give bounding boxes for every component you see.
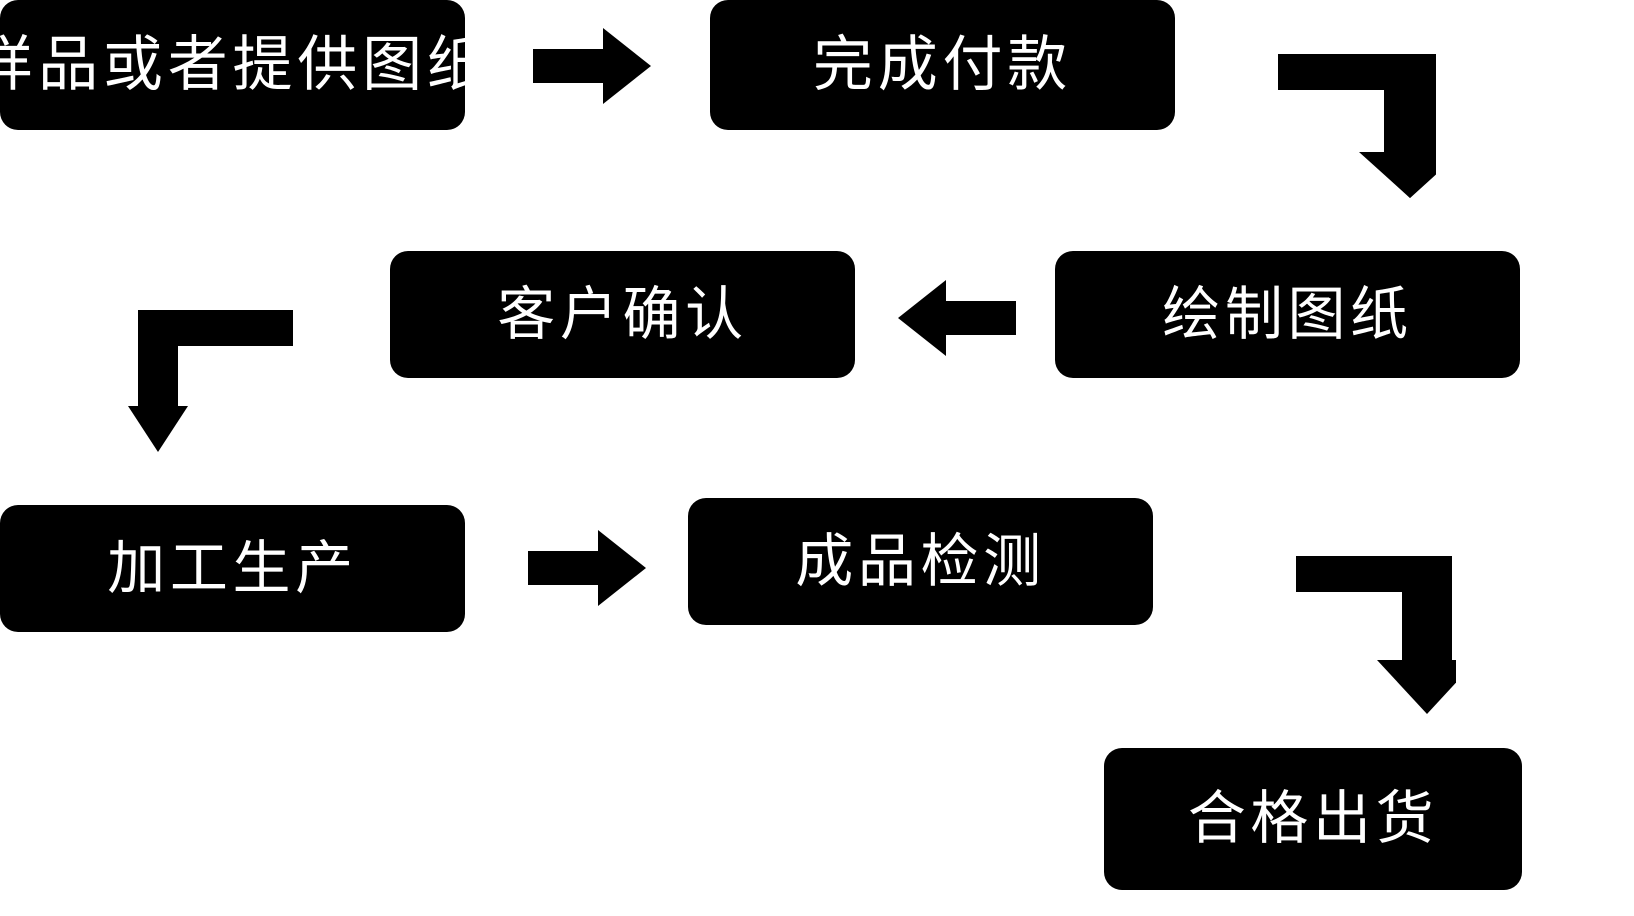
- node-sample[interactable]: 样品或者提供图纸: [0, 0, 487, 130]
- node-confirm-label: 客户确认: [497, 281, 748, 347]
- node-payment-label: 完成付款: [812, 31, 1073, 98]
- node-payment[interactable]: 完成付款: [710, 0, 1175, 130]
- node-inspection-label: 成品检测: [795, 528, 1046, 594]
- arrow-drawing-to-confirm: [898, 280, 1016, 356]
- node-production-label: 加工生产: [107, 535, 358, 601]
- node-inspection[interactable]: 成品检测: [688, 498, 1153, 625]
- node-drawing-label: 绘制图纸: [1162, 281, 1413, 347]
- arrow-confirm-to-production: [128, 294, 293, 452]
- arrow-inspect-to-shipment: [1246, 542, 1456, 714]
- arrow-payment-to-drawing: [1226, 40, 1436, 198]
- node-shipment-label: 合格出货: [1187, 786, 1439, 851]
- arrow-sample-to-payment: [533, 28, 651, 104]
- node-shipment[interactable]: 合格出货: [1104, 748, 1522, 890]
- node-production[interactable]: 加工生产: [0, 505, 465, 632]
- node-confirm[interactable]: 客户确认: [390, 251, 855, 378]
- arrow-production-to-inspect: [528, 530, 646, 606]
- node-sample-label: 样品或者提供图纸: [0, 31, 492, 98]
- node-drawing[interactable]: 绘制图纸: [1055, 251, 1520, 378]
